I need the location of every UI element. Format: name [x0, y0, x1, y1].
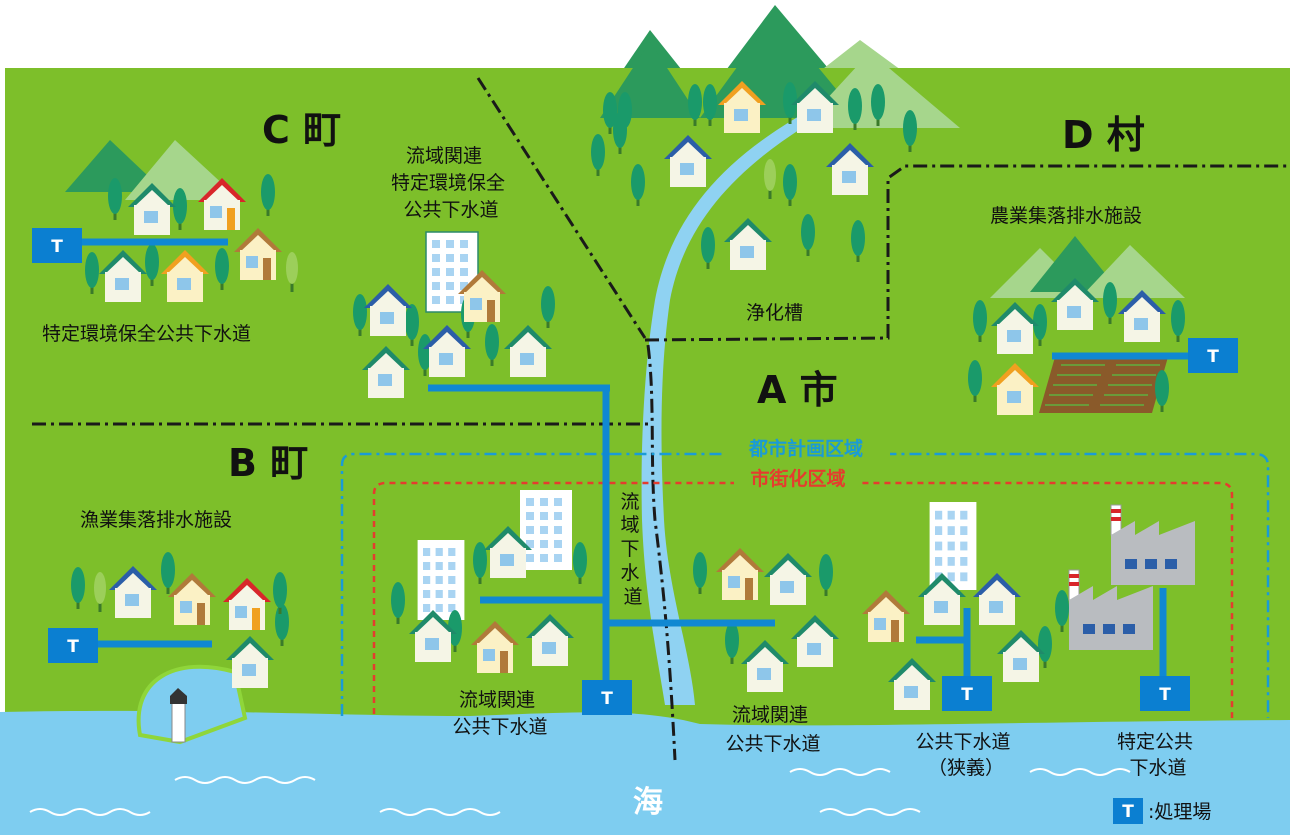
town-name-b: B 町: [228, 441, 308, 485]
svg-text:T: T: [51, 237, 63, 257]
zone-label-bg: [734, 466, 862, 492]
building: [929, 502, 977, 590]
label-public-narrow: 公共下水道 （狭義）: [915, 731, 1016, 779]
legend-text: :処理場: [1148, 801, 1211, 823]
label-c-regional: 流域関連 特定環境保全 公共下水道: [391, 145, 511, 221]
city-planning-boundary: [340, 452, 1270, 718]
sewer-pipes: [82, 238, 1190, 690]
treatment-plant: T: [1140, 676, 1190, 711]
label-specific-public: 特定公共 下水道: [1117, 731, 1199, 779]
label-b-fishery: 漁業集落排水施設: [80, 509, 232, 531]
svg-text:T: T: [67, 637, 79, 657]
town-boundaries: [32, 77, 1290, 761]
treatment-plant: T: [582, 680, 632, 715]
zone-urbanization: 市街化区域: [750, 467, 845, 490]
treatment-plant: T: [48, 628, 98, 663]
mountain: [1080, 245, 1185, 298]
treatment-plant: T: [1188, 338, 1238, 373]
legend: T :処理場: [1113, 798, 1211, 824]
river: [641, 110, 818, 705]
urbanization-boundary: [372, 481, 1234, 718]
treatment-plant: T: [32, 228, 82, 263]
svg-text:T: T: [1122, 802, 1134, 822]
label-regional-right: 流域関連 公共下水道: [725, 704, 820, 755]
label-c-sewer: 特定環境保全公共下水道: [42, 323, 251, 345]
label-d-agri: 農業集落排水施設: [990, 205, 1142, 227]
zone-label-bg: [722, 436, 890, 462]
svg-text:T: T: [961, 685, 973, 705]
building: [417, 540, 465, 620]
legend-symbol: [1113, 798, 1143, 824]
svg-text:T: T: [1159, 685, 1171, 705]
label-septic: 浄化槽: [746, 302, 803, 324]
mountain: [1030, 236, 1120, 292]
zone-city-planning: 都市計画区域: [748, 437, 863, 460]
sea: [0, 710, 1290, 835]
svg-text:T: T: [601, 689, 613, 709]
lighthouse: [170, 688, 187, 743]
town-name-d: D 村: [1062, 113, 1145, 157]
label-regional-main: 流 域 下 水 道: [620, 491, 645, 608]
label-regional-left: 流域関連 公共下水道: [452, 689, 547, 738]
building: [425, 231, 479, 313]
town-name-c: C 町: [262, 108, 341, 152]
svg-text:T: T: [1207, 347, 1219, 367]
sea-label: 海: [633, 785, 663, 820]
town-name-a: A 市: [757, 368, 838, 412]
waves: [29, 768, 1131, 816]
treatment-plant: T: [942, 676, 992, 711]
building: [520, 490, 572, 570]
mountain: [65, 140, 165, 192]
